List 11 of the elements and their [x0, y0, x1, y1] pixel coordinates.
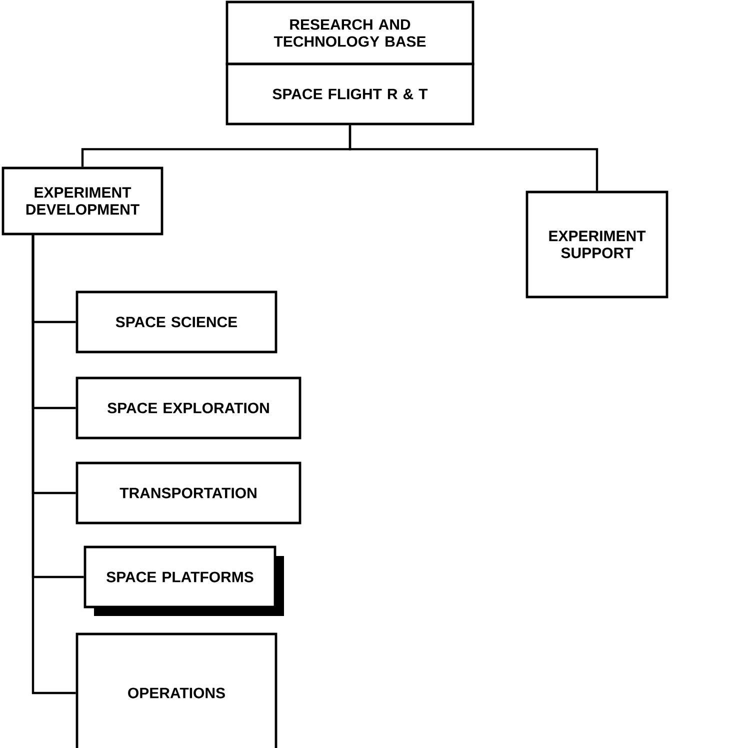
- process-box: TRANSPORTATION: [76, 462, 302, 524]
- process-box: EXPERIMENT DEVELOPMENT: [2, 166, 164, 236]
- process-box: EXPERIMENT SUPPORT: [526, 190, 668, 298]
- connector-line: [348, 125, 598, 191]
- process-box: SPACE FLIGHT R & T: [226, 62, 474, 126]
- process-box: RESEARCH AND TECHNOLOGY BASE: [226, 0, 474, 66]
- process-box: OPERATIONS: [76, 632, 278, 748]
- connector-line: [32, 234, 76, 694]
- shadowed-box: SPACE PLATFORMS: [84, 546, 284, 616]
- process-box: SPACE EXPLORATION: [76, 376, 302, 440]
- process-box: SPACE SCIENCE: [76, 290, 278, 354]
